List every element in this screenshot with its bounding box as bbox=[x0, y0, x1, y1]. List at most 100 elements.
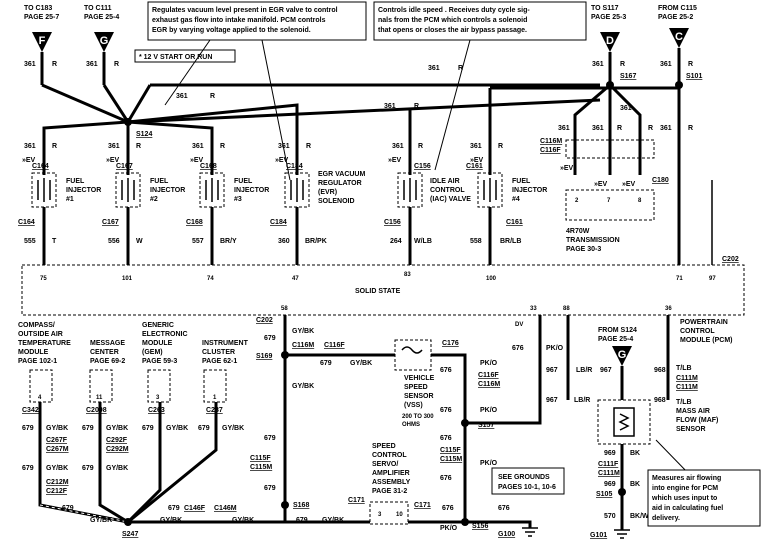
connector-label-bottom: C168 bbox=[186, 219, 203, 226]
name-3: SERVO/ bbox=[372, 461, 398, 468]
iac-note-line3: that opens or closes the air bypass pass… bbox=[378, 27, 527, 34]
maf-note-5: delivery. bbox=[652, 515, 680, 522]
component-name-1: EGR VACUUM bbox=[318, 171, 365, 178]
trans-name-1: 4R70W bbox=[566, 228, 590, 235]
c111f-label: C111F bbox=[598, 461, 619, 468]
wire-r-trans2: R bbox=[617, 125, 622, 132]
wire-number: 360 bbox=[278, 238, 290, 245]
connector-label-top: C168 bbox=[200, 163, 217, 170]
name-3: MODULE bbox=[142, 340, 173, 347]
ev-label: »EV bbox=[22, 157, 36, 164]
pko-a: PK/O bbox=[480, 360, 498, 367]
pcm-name-1: POWERTRAIN bbox=[680, 319, 728, 326]
bkw: BK/W bbox=[630, 513, 649, 520]
name-3: PAGE 69-2 bbox=[90, 358, 125, 365]
name-3: PAGE 62-1 bbox=[202, 358, 237, 365]
pcm-pin: 100 bbox=[486, 276, 497, 282]
gybk-mid: GY/BK bbox=[292, 383, 314, 390]
g100-label: G100 bbox=[498, 531, 515, 538]
component-name-1: FUEL bbox=[66, 178, 85, 185]
w679-g: 679 bbox=[62, 505, 74, 512]
connector-d-icon bbox=[600, 32, 620, 52]
pin: 11 bbox=[96, 395, 103, 401]
name-4: MODULE bbox=[18, 349, 49, 356]
w676-c: 676 bbox=[440, 435, 452, 442]
w969-a: 969 bbox=[604, 450, 616, 457]
pcm-box bbox=[21, 264, 745, 316]
ev-label-1: »EV bbox=[560, 165, 574, 172]
c116f-label-c: C116F bbox=[478, 372, 499, 379]
component-name-3: #3 bbox=[234, 196, 242, 203]
gybk-vss: GY/BK bbox=[350, 360, 372, 367]
wire-361-inj2: 361 bbox=[108, 143, 120, 150]
pcm-pin-97: 97 bbox=[709, 276, 716, 282]
trans-name-3: PAGE 30-3 bbox=[566, 246, 601, 253]
wire-r-label-b: R bbox=[114, 61, 119, 68]
gybk-e: GY/BK bbox=[46, 465, 68, 472]
pcm-pin-88: 88 bbox=[563, 306, 570, 312]
wire-361-harness bbox=[40, 48, 681, 265]
compass-module: COMPASS/ OUTSIDE AIR TEMPERATURE MODULE … bbox=[18, 322, 71, 414]
start-run-note: * 12 V START OR RUN bbox=[139, 54, 212, 61]
gybk-c: GY/BK bbox=[166, 425, 188, 432]
wire-r-label-d: R bbox=[458, 65, 463, 72]
fuel-injector-1: »EV C164 FUEL INJECTOR #1 C164 555 T 75 bbox=[18, 157, 101, 282]
ref-s124-title: FROM S124 bbox=[598, 327, 637, 334]
wire-number: 264 bbox=[390, 238, 402, 245]
c287-label: C287 bbox=[206, 407, 223, 414]
iac-note-box bbox=[373, 1, 587, 41]
tlb-a: T/LB bbox=[676, 365, 692, 372]
wire-r-label-e: R bbox=[414, 103, 419, 110]
wire-361-label-e: 361 bbox=[384, 103, 396, 110]
c292f-label: C292F bbox=[106, 437, 128, 444]
vss-name-4: (VSS) bbox=[404, 402, 423, 409]
instrument-cluster-module: INSTRUMENT CLUSTER PAGE 62-1 1 C287 bbox=[202, 340, 249, 414]
ev-label-2: »EV bbox=[594, 181, 608, 188]
name-4: AMPLIFIER bbox=[372, 470, 410, 477]
splice-s247-dot bbox=[124, 518, 132, 526]
name-5: ASSEMBLY bbox=[372, 479, 411, 486]
wire-r-label-g: R bbox=[688, 61, 693, 68]
evr-leader-2 bbox=[261, 39, 291, 181]
wire-number: 557 bbox=[192, 238, 204, 245]
c292m-label: C292M bbox=[106, 446, 129, 453]
splice-s124-dot bbox=[124, 118, 132, 126]
pin-10: 10 bbox=[396, 512, 403, 518]
component-name-3: #1 bbox=[66, 196, 74, 203]
evr-note-box bbox=[147, 1, 367, 41]
name-2: ELECTRONIC bbox=[142, 331, 188, 338]
connector-f-icon bbox=[32, 32, 52, 52]
connector-label-top: C161 bbox=[466, 163, 483, 170]
w676-a: 676 bbox=[440, 367, 452, 374]
ev-label: »EV bbox=[470, 157, 484, 164]
iac-leader bbox=[434, 39, 471, 171]
name-3: TEMPERATURE bbox=[18, 340, 71, 347]
maf-name-2: MASS AIR bbox=[676, 408, 710, 415]
c202-top-label: C202 bbox=[722, 256, 739, 263]
w679-h: 679 bbox=[168, 505, 180, 512]
splice-s156-label: S156 bbox=[472, 523, 488, 530]
splice-s168-label: S168 bbox=[293, 502, 309, 509]
bk-a: BK bbox=[630, 450, 640, 457]
evr-leader bbox=[164, 39, 211, 106]
c342-label: C342 bbox=[22, 407, 39, 414]
splice-s168-dot bbox=[281, 501, 289, 509]
c111m-label-b: C111M bbox=[676, 384, 698, 391]
component-name-3: #2 bbox=[150, 196, 158, 203]
wire-361-label-b: 361 bbox=[86, 61, 98, 68]
c2008-label: C2008 bbox=[86, 407, 107, 414]
w679-d: 679 bbox=[198, 425, 210, 432]
connector-c-icon bbox=[669, 28, 689, 48]
connector-label-bottom: C164 bbox=[18, 219, 35, 226]
name-1: SPEED bbox=[372, 443, 396, 450]
name-2: CLUSTER bbox=[202, 349, 235, 356]
splice-s105-label: S105 bbox=[596, 491, 612, 498]
connector-label-top: C167 bbox=[116, 163, 133, 170]
pin: 3 bbox=[156, 395, 160, 401]
w968-a: 968 bbox=[654, 367, 666, 374]
wire-361-iac: 361 bbox=[392, 143, 404, 150]
maf-resistor-icon bbox=[618, 413, 630, 431]
pcm-pin-71: 71 bbox=[676, 276, 683, 282]
name-2: OUTSIDE AIR bbox=[18, 331, 63, 338]
pko-pcm: PK/O bbox=[546, 345, 564, 352]
